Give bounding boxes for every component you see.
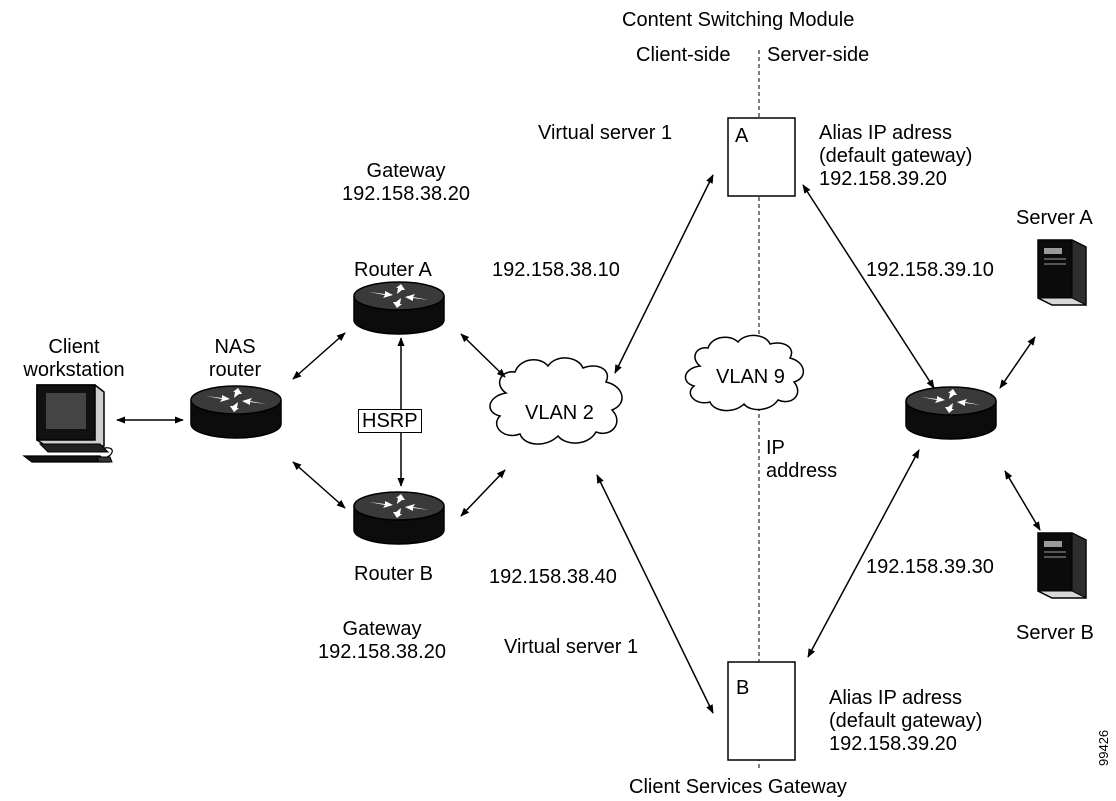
link-router-b-vlan2 [460,469,506,517]
csm-module-b [727,661,796,761]
server-a-label: Server A [1016,207,1093,229]
server-side-label: Server-side [767,44,870,66]
hsrp-label: HSRP [358,409,422,433]
virtual-server-top: Virtual server 1 [538,122,673,144]
router-a-icon [353,281,445,335]
link-module-b-router [807,449,920,658]
virtual-server-bottom: Virtual server 1 [504,636,639,658]
alias-top-label: Alias IP adress(default gateway)192.158.… [819,122,973,190]
vlan2-label: VLAN 2 [525,402,594,424]
link-nas-router-b [292,461,346,509]
alias-bottom-label: Alias IP adress(default gateway)192.158.… [829,687,983,755]
csg-footer: Client Services Gateway [629,776,847,798]
cloud-vlan9 [684,334,804,412]
csm-title: Content Switching Module [622,9,855,31]
ip-bottom-right: 192.158.39.30 [866,556,994,578]
client-side-label: Client-side [636,44,731,66]
cloud-icon [489,357,623,445]
server-b-icon [1037,532,1087,599]
link-nas-router-a [292,332,346,380]
server-b-label: Server B [1016,622,1094,644]
ip-bottom-left: 192.158.38.40 [489,566,617,588]
router-b-label: Router B [354,563,433,585]
link-router-a-vlan2 [460,333,506,378]
ip-top-right: 192.158.39.10 [866,259,994,281]
workstation-icon [22,384,113,463]
router-b-icon [353,491,445,545]
link-router-server-b [1004,470,1041,531]
ip-top-left: 192.158.38.10 [492,259,620,281]
link-router-server-a [999,336,1036,389]
router-a-label: Router A [354,259,432,281]
csm-module-a [727,117,796,197]
link-vlan2-module-b [596,474,714,714]
vlan9-label: VLAN 9 [716,366,785,388]
module-b-letter: B [736,677,750,699]
server-icon [1037,239,1087,306]
link-vlan2-module-a [614,174,714,374]
figure-id: 99426 [1096,729,1111,766]
module-a-letter: A [735,125,749,147]
router-icon [190,385,282,439]
server-router-icon [905,386,997,440]
link-module-a-router [802,184,935,389]
